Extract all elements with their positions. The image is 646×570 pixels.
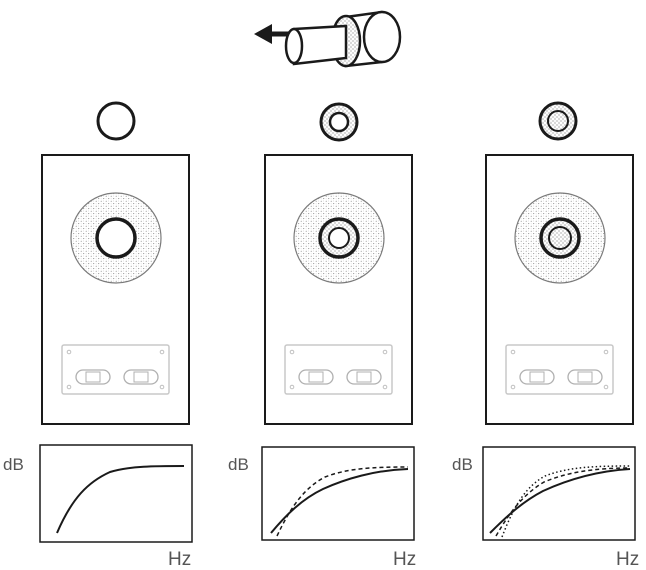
speaker-cabinet-full-plug [485, 154, 634, 425]
x-axis-label: Hz [393, 549, 416, 570]
response-curve-solid [56, 465, 185, 534]
ring-foam-plug-icon [319, 102, 359, 142]
speaker-terminal-icon [284, 344, 393, 395]
x-axis-label: Hz [616, 549, 639, 570]
frequency-response-graph-1: dB Hz [3, 444, 193, 570]
y-axis-label: dB [3, 455, 24, 474]
frequency-response-graph-2: dB Hz [228, 446, 416, 570]
speaker-terminal-icon [61, 344, 170, 395]
frequency-response-graph-3: dB Hz [452, 446, 639, 570]
solid-foam-plug-icon [538, 101, 578, 141]
y-axis-label: dB [228, 455, 249, 474]
response-curve-solid [489, 468, 631, 534]
x-axis-label: Hz [168, 549, 191, 570]
response-curve-dotted [501, 465, 631, 538]
speaker-terminal-icon [505, 344, 614, 395]
response-curve-dashed [276, 466, 409, 537]
response-curve-dashed [495, 467, 631, 537]
empty-port-icon [96, 101, 136, 141]
y-axis-label: dB [452, 455, 473, 474]
plug-insert-arrow-icon [254, 10, 402, 68]
speaker-cabinet-open-port [41, 154, 190, 425]
speaker-cabinet-ring-plug [264, 154, 413, 425]
response-curve-solid [270, 468, 409, 534]
